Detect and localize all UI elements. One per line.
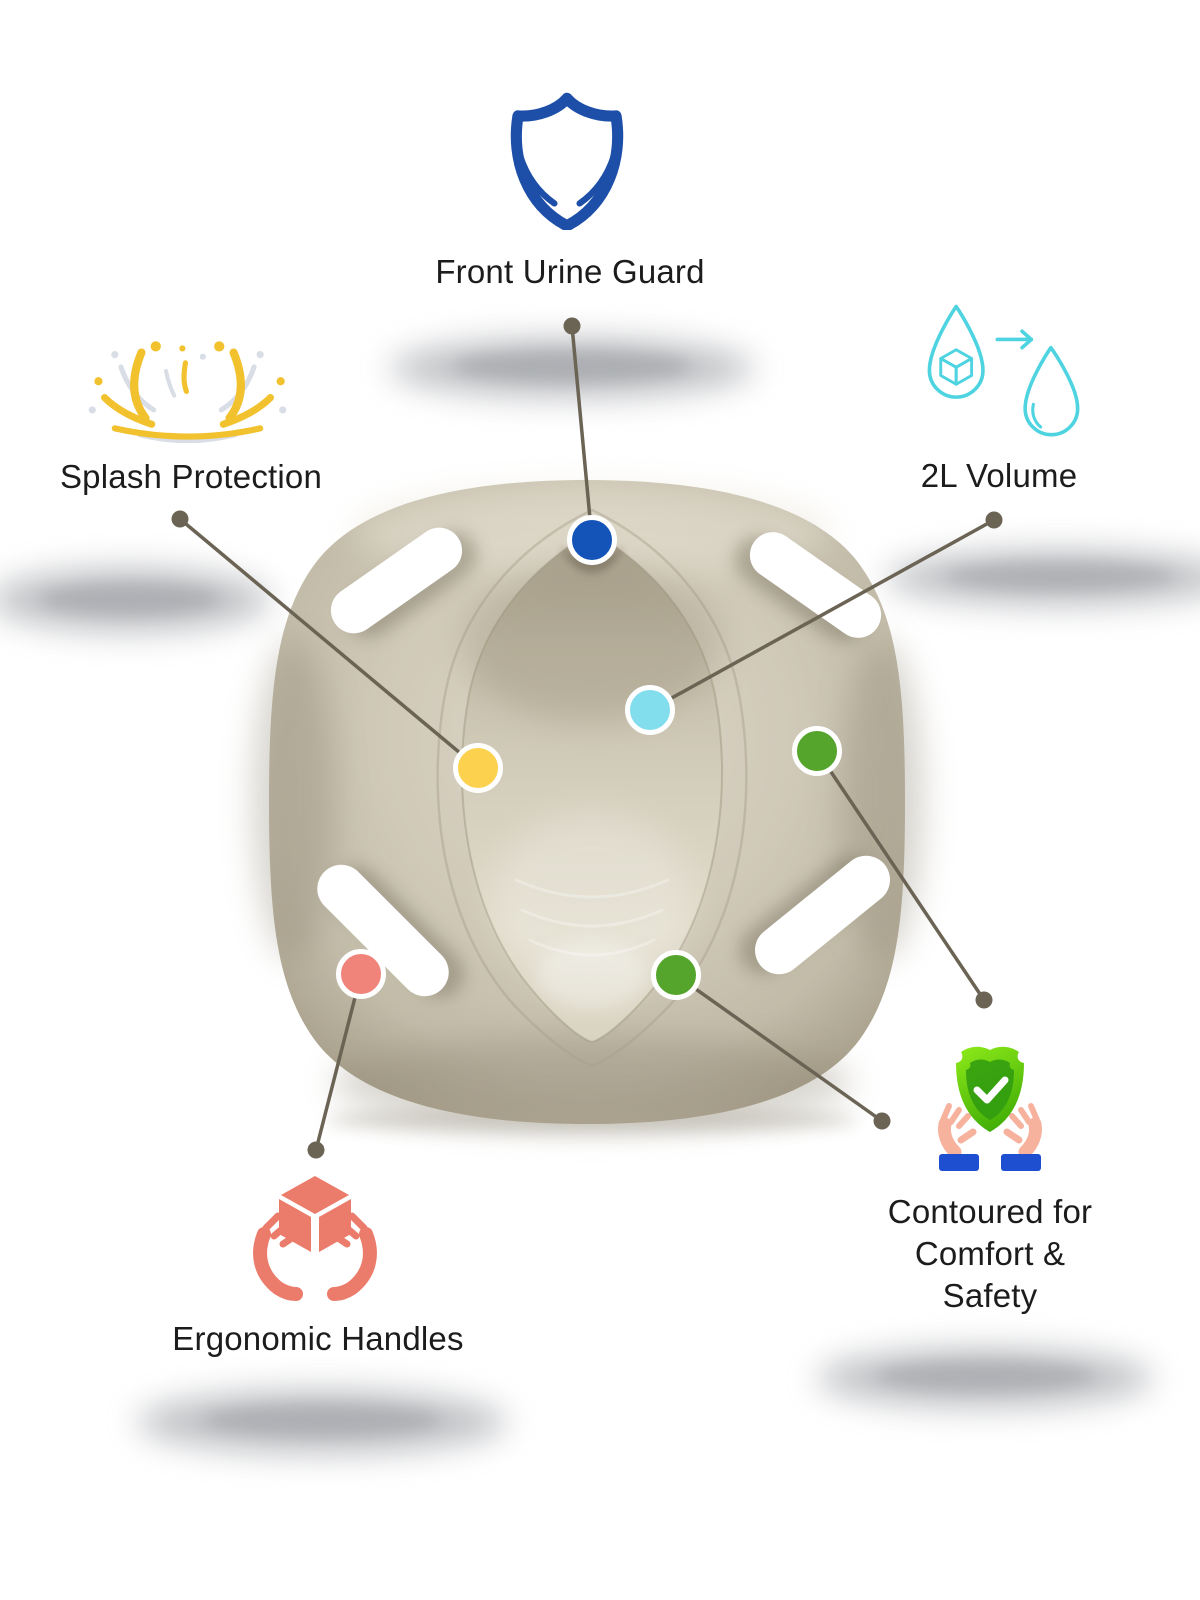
green-shield-check-icon: [956, 1046, 1024, 1132]
callout-line-end-dots: [171, 317, 1003, 1159]
hands: [938, 1103, 1042, 1159]
bedpan-product-image: [252, 480, 924, 1134]
splash-icon: [88, 341, 287, 444]
box-icon: [279, 1176, 351, 1252]
callout-lines: [171, 317, 1003, 1159]
callout-line-front-urine-guard: [570, 324, 594, 542]
marker-contoured-right: [792, 726, 842, 776]
hands-holding-box-icon: [253, 1176, 377, 1301]
sleeve-cuffs: [939, 1154, 1041, 1171]
label-splash-protection: Splash Protection: [59, 458, 323, 495]
label-contoured-line-2: Comfort &: [914, 1235, 1066, 1272]
marker-contoured-bottom: [651, 950, 701, 1000]
marker-front-urine-guard: [567, 515, 617, 565]
background-shadows: [0, 338, 1200, 1454]
label-contoured-line-1: Contoured for: [887, 1193, 1093, 1230]
shield-check-hands-icon: [938, 1046, 1042, 1171]
label-contoured-comfort-safety: Contoured for Comfort & Safety: [860, 1191, 1120, 1317]
handle-cutouts: [317, 527, 891, 997]
callout-line-contoured-1: [815, 749, 986, 1002]
callout-line-splash-protection: [178, 517, 480, 770]
callout-line-2l-volume: [648, 518, 996, 712]
label-contoured-line-3: Safety: [942, 1277, 1038, 1314]
marker-ergonomic-handles: [336, 949, 386, 999]
callout-line-ergonomic-handles: [314, 972, 363, 1152]
shield-icon: [510, 92, 624, 230]
marker-splash-protection: [453, 743, 503, 793]
label-ergonomic-handles: Ergonomic Handles: [172, 1320, 464, 1357]
cube-in-drop-icon: [939, 348, 974, 386]
label-front-urine-guard: Front Urine Guard: [435, 253, 705, 290]
check-icon: [973, 1076, 1009, 1104]
callout-line-contoured-2: [674, 973, 884, 1123]
label-2l-volume: 2L Volume: [920, 457, 1078, 494]
water-drops-icon: [927, 304, 1080, 437]
marker-2l-volume: [625, 685, 675, 735]
